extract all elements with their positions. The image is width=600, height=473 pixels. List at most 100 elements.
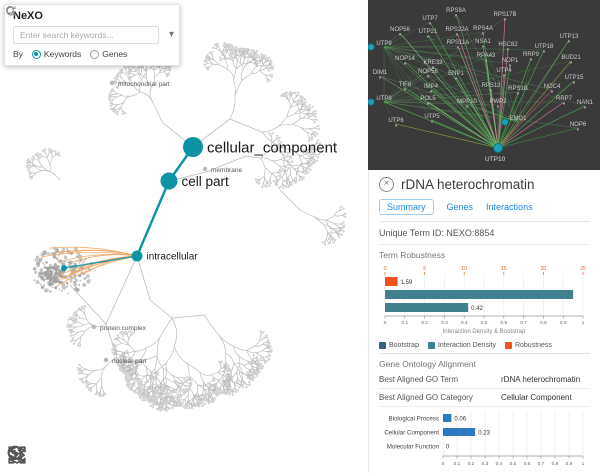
robustness-section-title: Term Robustness xyxy=(379,250,446,260)
gene-label[interactable]: EMG1 xyxy=(509,116,527,122)
highlighted-term-node[interactable] xyxy=(160,172,178,190)
svg-text:0.6: 0.6 xyxy=(500,320,507,326)
subnetwork-panel[interactable]: UTP7 RPS8A RPS17B NOP56 UTP21 RPS22A RPS4A UTP1… xyxy=(368,0,600,170)
svg-text:0.8: 0.8 xyxy=(540,320,547,326)
gene-label[interactable]: MPP10 xyxy=(457,99,477,105)
highlighted-term-label[interactable]: cellular_component xyxy=(207,139,338,156)
svg-text:0.5: 0.5 xyxy=(510,461,517,467)
highlighted-term-node[interactable] xyxy=(183,137,203,157)
tab-interactions[interactable]: Interactions xyxy=(486,202,533,212)
tab-genes[interactable]: Genes xyxy=(446,202,474,212)
gene-label[interactable]: NOC4 xyxy=(544,84,561,90)
gene-label[interactable]: POL5 xyxy=(420,96,436,102)
gene-label[interactable]: UTP7 xyxy=(422,16,438,22)
go-term-row: Best Aligned GO Term rDNA heterochromati… xyxy=(379,371,590,389)
gene-label[interactable]: RRP9 xyxy=(523,52,540,58)
radio-genes[interactable]: Genes xyxy=(90,49,127,59)
gene-label[interactable]: RPS13 xyxy=(481,83,501,89)
gene-label[interactable]: NOP14 xyxy=(395,56,415,62)
svg-text:10: 10 xyxy=(461,266,467,272)
term-label[interactable]: mitochondrial part xyxy=(118,81,170,88)
term-label[interactable]: protein complex xyxy=(100,325,147,332)
svg-text:0.9: 0.9 xyxy=(560,320,567,326)
gene-label[interactable]: UTP9 xyxy=(376,41,392,47)
highlighted-term-label[interactable]: intracellular xyxy=(147,252,199,263)
gene-label[interactable]: NOP1 xyxy=(502,58,519,64)
gene-label[interactable]: DIM1 xyxy=(373,70,388,76)
svg-text:0.3: 0.3 xyxy=(482,461,489,467)
gene-label[interactable]: KRE33 xyxy=(423,60,443,66)
canvas-controls xyxy=(6,444,162,468)
gene-label[interactable]: UTP4 xyxy=(496,68,512,74)
svg-text:0.3: 0.3 xyxy=(441,320,448,326)
gene-label[interactable]: RPS22A xyxy=(445,27,468,33)
gene-node[interactable] xyxy=(368,43,375,51)
chart-legend: Bootstrap Interaction Density Robustness xyxy=(379,342,590,349)
gene-label[interactable]: UTP13 xyxy=(560,34,579,40)
by-label: By xyxy=(13,49,23,59)
fit-to-screen-button[interactable] xyxy=(8,444,96,468)
ontology-canvas[interactable]: mitochondrial part membrane protein comple… xyxy=(0,0,368,473)
svg-text:0: 0 xyxy=(384,320,387,326)
gene-node[interactable] xyxy=(501,118,509,126)
hub-gene-node[interactable] xyxy=(493,143,503,153)
gene-label[interactable]: RPS1B xyxy=(508,86,528,92)
legend-bootstrap-swatch xyxy=(379,342,386,349)
highlighted-term-node[interactable] xyxy=(131,250,143,262)
svg-text:Molecular Function: Molecular Function xyxy=(387,444,440,451)
gene-label[interactable]: NOP56 xyxy=(390,27,410,33)
search-input[interactable] xyxy=(18,29,148,41)
expand-tree-button[interactable] xyxy=(10,444,129,468)
svg-text:0.4: 0.4 xyxy=(496,461,503,467)
radio-keywords[interactable]: Keywords xyxy=(31,49,81,59)
gene-label[interactable]: IMP4 xyxy=(424,84,439,90)
gene-label[interactable]: UTP8 xyxy=(376,96,392,102)
tab-summary[interactable]: Summary xyxy=(379,199,434,215)
go-alignment-section-title: Gene Ontology Alignment xyxy=(379,359,476,369)
radio-keywords-circle xyxy=(31,49,41,59)
gene-label[interactable]: UTP5 xyxy=(424,114,440,120)
gene-label[interactable]: NOP6 xyxy=(570,122,587,128)
svg-text:0.7: 0.7 xyxy=(520,320,527,326)
gene-label[interactable]: RPS4A xyxy=(473,26,493,32)
gene-label[interactable]: RPS8A xyxy=(446,8,466,14)
svg-text:0.1: 0.1 xyxy=(401,320,408,326)
svg-text:25: 25 xyxy=(580,266,586,272)
gene-label[interactable]: RPA43 xyxy=(477,53,496,59)
gene-label[interactable]: UTP15 xyxy=(565,75,584,81)
legend-robustness-swatch xyxy=(504,342,512,349)
gene-label[interactable]: PWP2 xyxy=(489,99,507,105)
svg-text:0.5: 0.5 xyxy=(481,320,488,326)
term-label[interactable]: nuclear part xyxy=(112,358,147,365)
gene-label[interactable]: UTP18 xyxy=(535,44,554,50)
gene-label[interactable]: NAN1 xyxy=(577,100,594,106)
close-button[interactable]: × xyxy=(379,177,394,192)
gene-label[interactable]: NSA1 xyxy=(475,39,491,45)
gene-label[interactable]: RPS11A xyxy=(447,40,470,46)
gene-label[interactable]: NOP58 xyxy=(418,69,438,75)
svg-text:0.2: 0.2 xyxy=(468,461,475,467)
chevron-down-icon[interactable]: ▾ xyxy=(168,29,174,40)
gene-label[interactable]: UTP21 xyxy=(419,29,438,35)
gene-label[interactable]: ENP1 xyxy=(448,71,464,77)
svg-text:0.2: 0.2 xyxy=(421,320,428,326)
highlighted-term-label[interactable]: cell part xyxy=(182,174,230,189)
radio-genes-circle xyxy=(90,49,100,59)
term-label[interactable]: membrane xyxy=(211,167,242,174)
gene-label[interactable]: RPS17B xyxy=(493,12,516,18)
hub-gene-label[interactable]: UTP10 xyxy=(485,156,506,163)
legend-interaction-density: Interaction Density xyxy=(427,342,496,349)
search-mode-row: By Keywords Genes xyxy=(13,49,171,59)
gene-node[interactable] xyxy=(368,98,375,106)
svg-text:0.42: 0.42 xyxy=(471,306,483,312)
svg-text:0.1: 0.1 xyxy=(454,461,461,467)
svg-text:20: 20 xyxy=(541,266,547,272)
gene-label[interactable]: BUD21 xyxy=(561,55,581,61)
svg-text:Cellular Component: Cellular Component xyxy=(384,430,439,437)
gene-label[interactable]: UTP6 xyxy=(388,118,404,124)
gene-label[interactable]: HSC82 xyxy=(498,42,518,48)
layers-button[interactable] xyxy=(7,444,162,468)
zoom-out-button[interactable] xyxy=(7,444,63,468)
gene-label[interactable]: TIF6 xyxy=(399,82,412,88)
gene-label[interactable]: RRP7 xyxy=(556,96,573,102)
